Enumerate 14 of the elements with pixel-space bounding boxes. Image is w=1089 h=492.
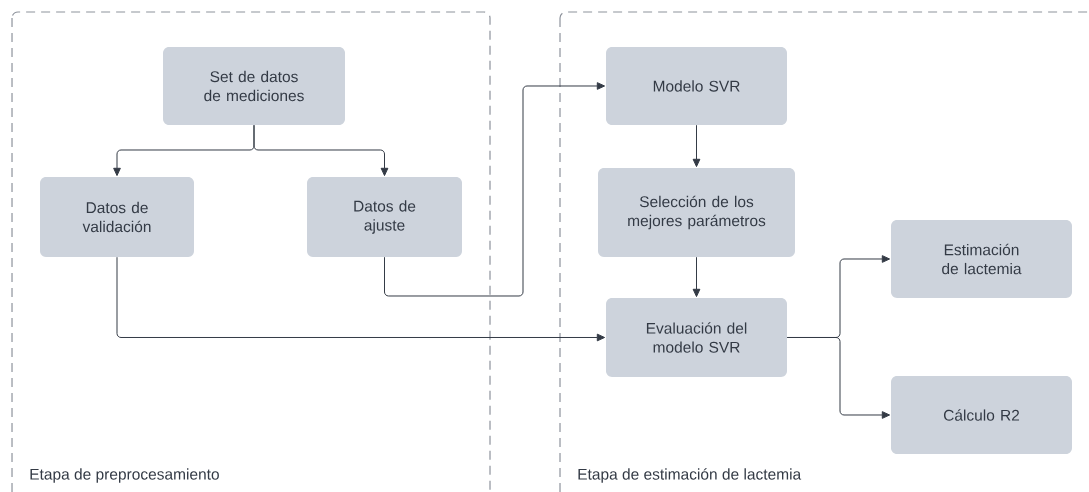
arrow — [692, 124, 701, 168]
arrow — [384, 82, 606, 297]
process-box: Evaluación del modelo SVR — [606, 298, 787, 377]
process-box: Set de datos de mediciones — [163, 47, 345, 125]
process-box: Modelo SVR — [606, 47, 787, 125]
arrow — [253, 124, 389, 177]
process-box: Selección de los mejores parámetros — [598, 168, 795, 257]
process-box: Datos de validación — [40, 177, 194, 257]
process-box: Estimación de lactemia — [891, 220, 1072, 298]
process-box: Datos de ajuste — [307, 177, 462, 257]
arrow — [116, 256, 606, 342]
process-box: Cálculo R2 — [891, 376, 1072, 454]
arrow — [786, 337, 891, 419]
arrow — [692, 256, 701, 298]
